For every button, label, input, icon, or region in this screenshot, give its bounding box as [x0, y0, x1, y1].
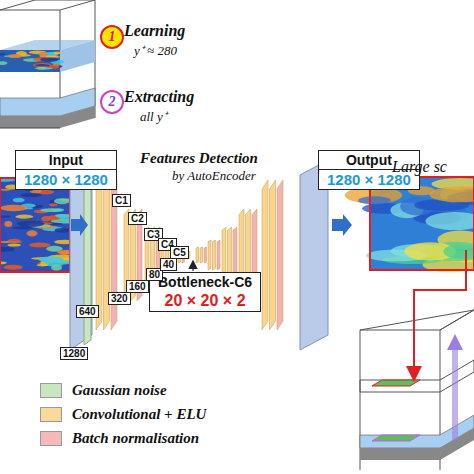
streak: [0, 261, 7, 264]
node-size: 20 × 20 × 2: [150, 291, 260, 311]
layer-slab: [270, 180, 276, 330]
layer-label: C1: [112, 194, 131, 207]
bottleneck-box: Bottleneck-C620 × 20 × 2: [149, 272, 261, 312]
layer-slab: [262, 180, 268, 330]
streak: [39, 256, 64, 262]
layer-slab: [213, 240, 216, 270]
streak: [41, 216, 51, 221]
callout-circle: 1: [100, 25, 124, 49]
node-title: Input: [16, 151, 116, 170]
noise-layer: [84, 170, 91, 345]
flow-arrow: [332, 214, 352, 236]
streak: [15, 215, 33, 219]
streak: [49, 203, 57, 206]
blob: [443, 244, 474, 259]
annotation: Learning: [124, 22, 185, 40]
layer-slab: [104, 180, 110, 330]
size-box: Input1280 × 1280: [15, 150, 117, 190]
streak: [29, 243, 50, 248]
flow-arrow: [71, 214, 88, 236]
annotation: Features Detection: [140, 150, 258, 167]
layer-slab: [277, 180, 283, 330]
layer-label: 160: [126, 280, 149, 293]
layer-label: C2: [128, 212, 147, 225]
streak: [40, 208, 63, 212]
streak: [0, 247, 15, 252]
streak: [0, 215, 11, 217]
legend-row: Convolutional + ELU: [40, 406, 206, 423]
legend-swatch: [40, 407, 62, 422]
layer-slab: [196, 247, 199, 263]
streak: [35, 67, 53, 70]
streak: [4, 265, 23, 270]
streak: [25, 207, 33, 209]
streak: [13, 198, 25, 202]
streak: [21, 193, 42, 197]
layer-label: 1280: [60, 347, 88, 360]
node-size: 1280 × 1280: [16, 170, 116, 189]
layer-label: 40: [160, 258, 177, 271]
channel-box: [360, 250, 474, 470]
streak: [8, 239, 21, 243]
blob: [358, 196, 391, 204]
streak: [40, 57, 58, 61]
annotation: Large sc: [392, 158, 447, 176]
legend-row: Batch normalisation: [40, 430, 199, 447]
streak: [35, 64, 49, 66]
streak: [7, 244, 21, 247]
node-title: 1: [109, 29, 116, 45]
input-flow-field: [0, 178, 80, 272]
legend-swatch: [40, 383, 62, 398]
layer-slab: [200, 247, 203, 263]
streak: [4, 221, 12, 227]
callout-circle: 2: [100, 90, 124, 114]
streak: [17, 221, 44, 227]
streak: [54, 52, 61, 55]
layer-label: 640: [76, 305, 99, 318]
streak: [54, 198, 69, 204]
streak: [51, 265, 62, 271]
streak: [27, 230, 38, 236]
streak: [36, 264, 48, 267]
annotation: Extracting: [124, 88, 194, 106]
legend-text: Batch normalisation: [72, 430, 199, 447]
channel-box: [0, 0, 95, 128]
streak: [39, 52, 47, 57]
streak: [0, 205, 28, 211]
blob: [425, 212, 474, 230]
streak: [0, 179, 15, 182]
node-title: 2: [109, 94, 116, 110]
annotation: all y⁺: [140, 110, 167, 124]
streak: [8, 54, 23, 58]
legend-text: Gaussian noise: [72, 382, 167, 399]
layer-slab: [204, 247, 207, 263]
annotation: y⁺ ≈ 280: [134, 44, 177, 58]
layer-label: 320: [108, 292, 131, 305]
node-title: Bottleneck-C6: [150, 273, 260, 291]
streak: [0, 53, 6, 55]
layer-slab: [208, 240, 211, 270]
legend-swatch: [40, 431, 62, 446]
blob: [429, 186, 474, 202]
legend-row: Gaussian noise: [40, 382, 167, 399]
streak: [0, 61, 7, 65]
layer-slab: [217, 240, 220, 270]
streak: [55, 228, 70, 233]
legend-text: Convolutional + ELU: [72, 406, 206, 423]
annotation: by AutoEncoder: [172, 169, 256, 183]
